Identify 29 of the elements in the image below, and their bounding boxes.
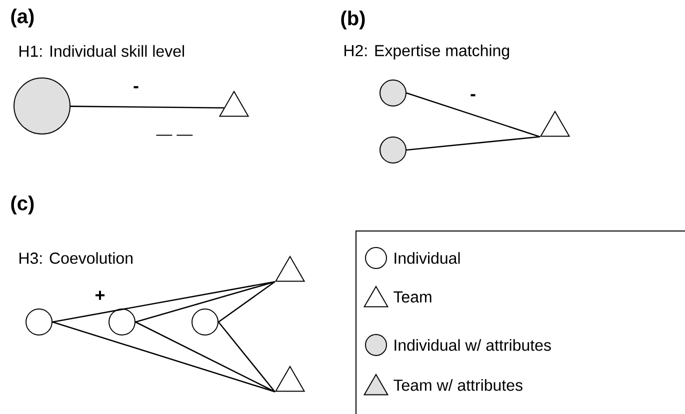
- hypothesis-title: H3: Coevolution: [20, 252, 132, 264]
- legend-text: Team: [394, 291, 432, 303]
- circle-node: [380, 80, 406, 106]
- circle-node: [14, 78, 70, 134]
- circle-node: [26, 308, 52, 336]
- connector-line: [52, 321, 276, 392]
- hypothesis-title: H2: Expertise matching: [344, 44, 510, 60]
- circle-node: [108, 308, 136, 336]
- connector-line: [70, 106, 224, 109]
- connector-line: [135, 321, 276, 392]
- panel-label: (b): [341, 10, 365, 30]
- hypothesis-title: H1: Individual skill level: [20, 45, 184, 57]
- panel-label: (c): [11, 196, 34, 214]
- connector-line: [52, 281, 275, 323]
- edge-label: -: [134, 86, 138, 88]
- connector-line: [218, 281, 276, 323]
- legend-text: Individual: [394, 252, 460, 264]
- legend-text: Individual w/ attributes: [394, 339, 551, 351]
- legend-text: Team w/ attributes: [394, 379, 522, 391]
- sign-label: — —: [156, 134, 193, 136]
- circle-node: [192, 308, 218, 336]
- connector-line: [406, 136, 540, 151]
- connector-line: [406, 92, 540, 138]
- edge-label: +: [96, 290, 105, 300]
- connector-line: [135, 281, 276, 323]
- edge-label: -: [470, 94, 476, 96]
- connector-line: [218, 322, 276, 392]
- panel-label: (a): [11, 8, 34, 28]
- circle-node: [380, 136, 406, 164]
